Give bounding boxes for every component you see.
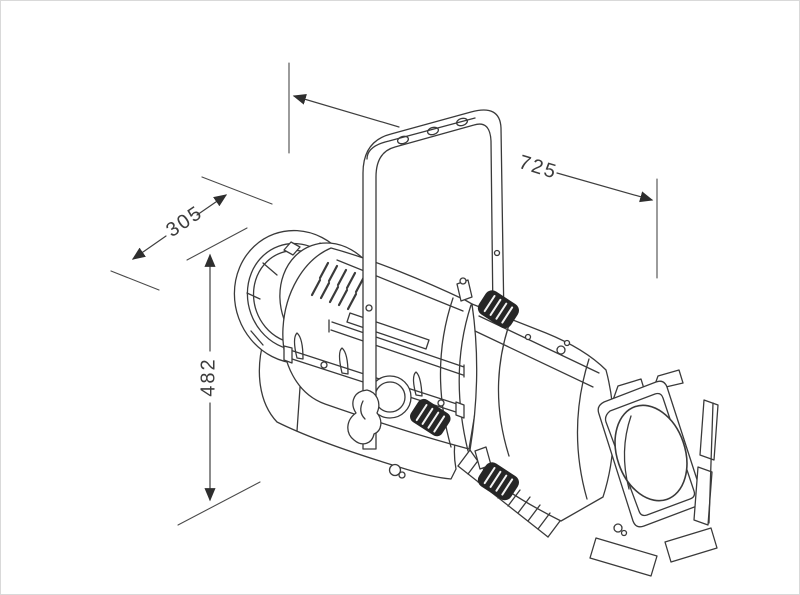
vent-slats	[310, 261, 375, 311]
focus-knob-mid	[410, 398, 451, 437]
lens-tube	[469, 303, 628, 537]
focus-knob-bottom	[477, 462, 519, 501]
lens	[614, 404, 688, 502]
front-gel-frame	[589, 369, 719, 577]
dimension-width-line	[292, 94, 654, 203]
dimension-depth-line	[131, 194, 228, 260]
focus-knob-top	[477, 290, 519, 329]
dimension-label-height: 482	[197, 357, 220, 397]
dimension-depth-extensions	[110, 176, 273, 291]
shutter-tabs	[388, 277, 492, 479]
yoke-lock-lever	[347, 389, 382, 445]
dimension-height-extensions	[177, 227, 261, 526]
dimension-width-extensions	[288, 62, 658, 279]
